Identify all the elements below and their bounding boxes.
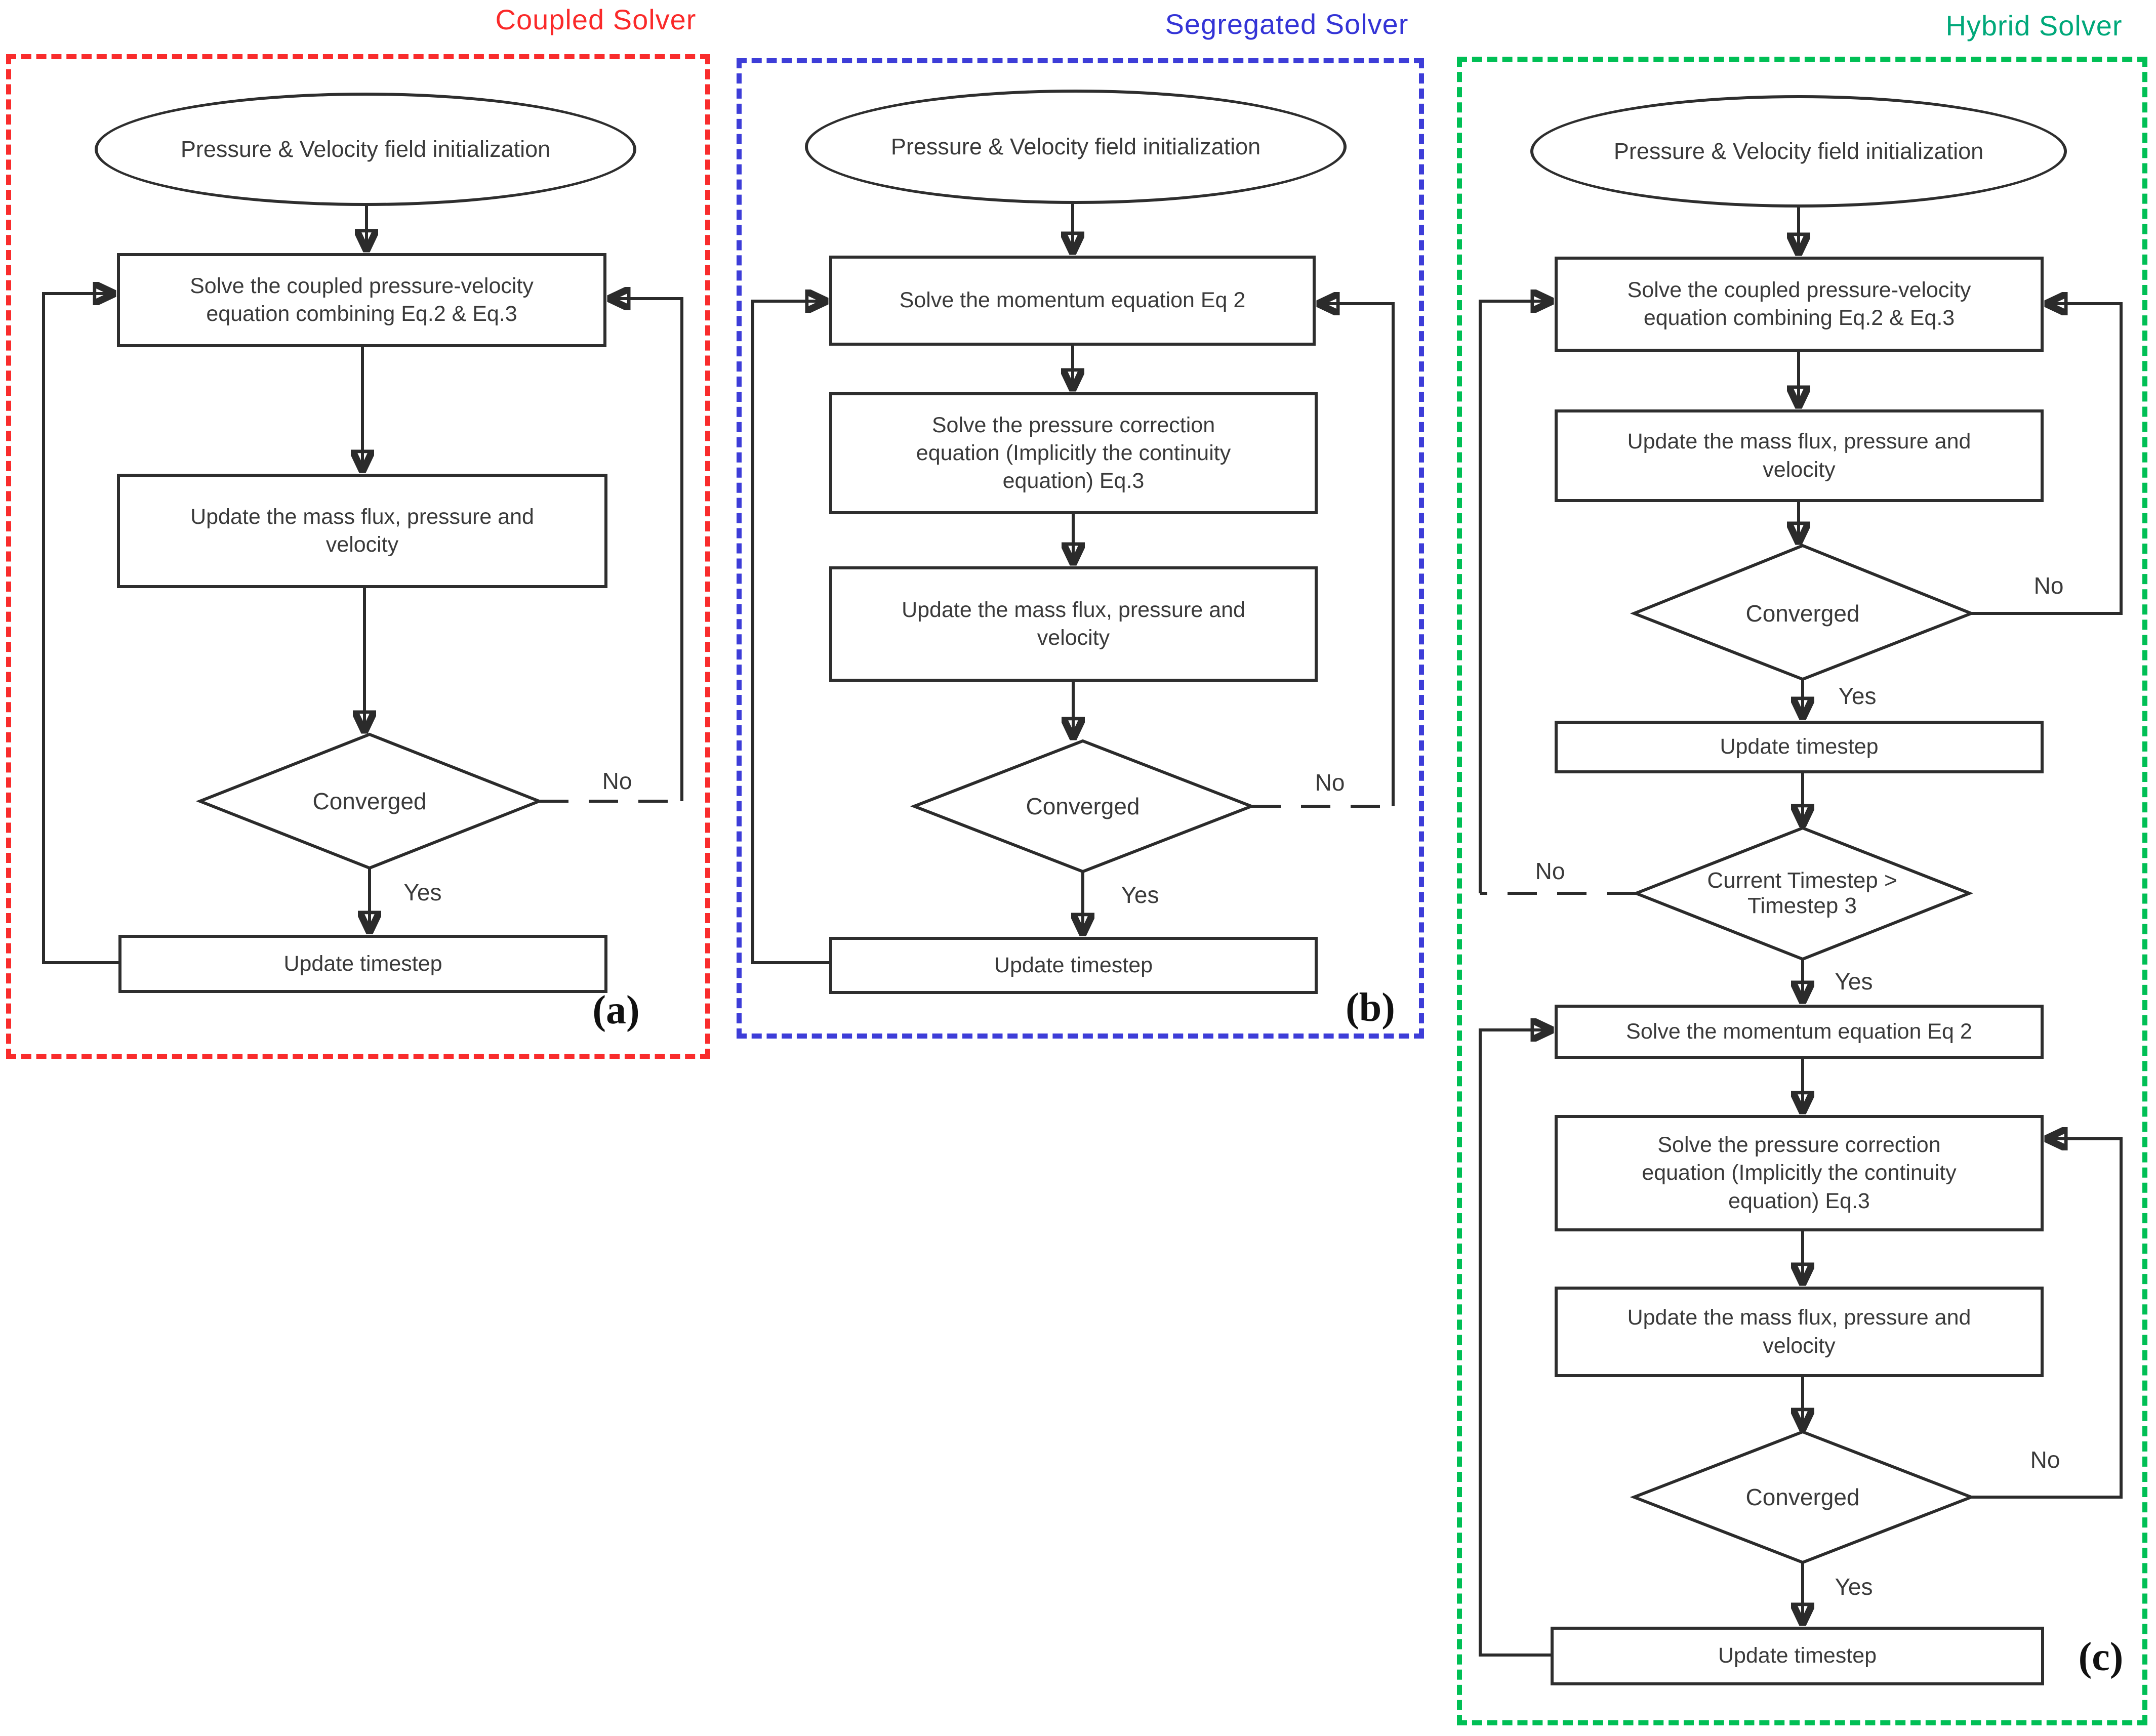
b-solve-pressure-box: Solve the pressure correction equation (… [829,392,1318,514]
b-yes-label: Yes [1121,882,1159,908]
c-no2-loop [1479,301,1553,893]
c-converged1-diamond [1630,544,1976,681]
c-no3-label: No [2030,1446,2060,1473]
panel-hybrid-solver [1457,57,2147,1725]
c-panel-tag: (c) [2078,1634,2124,1679]
c-yes3-label: Yes [1835,1574,1873,1600]
b-no-loop [1318,304,1395,806]
c-no3-loop [1971,1139,2123,1499]
a-timestep-loop [42,294,118,964]
c-no2-label: No [1535,858,1565,884]
c-solve-pressure-box: Solve the pressure correction equation (… [1555,1115,2044,1231]
b-panel-tag: (b) [1346,985,1395,1030]
c-solve-coupled-box: Solve the coupled pressure-velocity equa… [1555,257,2044,352]
c-no1-loop [1971,304,2123,615]
c-converged2-label: Converged [1745,1484,1860,1510]
hybrid-solver-title: Hybrid Solver [1945,10,2123,42]
c-update-timestep2-box: Update timestep [1551,1627,2044,1685]
b-init-ellipse: Pressure & Velocity field initialization [805,90,1347,204]
a-no-label: No [602,768,632,794]
a-init-ellipse: Pressure & Velocity field initialization [95,93,636,206]
b-converged-diamond [910,739,1256,874]
c-converged2-diamond [1630,1430,1976,1564]
a-converged-diamond [195,732,544,870]
c-timestep-check-diamond [1632,826,1974,961]
c-init-ellipse: Pressure & Velocity field initialization [1530,95,2067,208]
panel-coupled-solver [6,54,710,1059]
b-update-flux-box: Update the mass flux, pressure and veloc… [829,566,1318,682]
c-update-flux2-box: Update the mass flux, pressure and veloc… [1555,1287,2044,1377]
a-solve-coupled-box: Solve the coupled pressure-velocity equa… [117,253,606,347]
b-update-timestep-box: Update timestep [829,937,1318,994]
c-solve-momentum-box: Solve the momentum equation Eq 2 [1555,1005,2044,1059]
segregated-solver-title: Segregated Solver [1165,8,1409,40]
c-update-timestep1-box: Update timestep [1555,721,2044,773]
coupled-solver-title: Coupled Solver [495,4,697,35]
c-timestep-check-label: Current Timestep > Timestep 3 [1707,868,1897,918]
a-no-loop [608,299,683,801]
b-no-label: No [1315,769,1345,796]
b-timestep-loop [751,301,829,964]
b-converged-label: Converged [1026,793,1140,819]
panel-segregated-solver [737,58,1424,1039]
c-timestep2-loop [1479,1030,1553,1657]
c-update-flux1-box: Update the mass flux, pressure and veloc… [1555,409,2044,502]
c-no1-label: No [2033,572,2064,599]
b-solve-momentum-box: Solve the momentum equation Eq 2 [829,256,1316,346]
c-converged1-label: Converged [1745,600,1860,627]
a-update-flux-box: Update the mass flux, pressure and veloc… [117,474,607,588]
c-yes1-label: Yes [1838,683,1877,709]
a-yes-label: Yes [403,879,442,905]
a-panel-tag: (a) [592,987,640,1032]
a-converged-label: Converged [312,788,427,814]
a-update-timestep-box: Update timestep [118,935,607,993]
c-yes2-label: Yes [1835,968,1873,995]
